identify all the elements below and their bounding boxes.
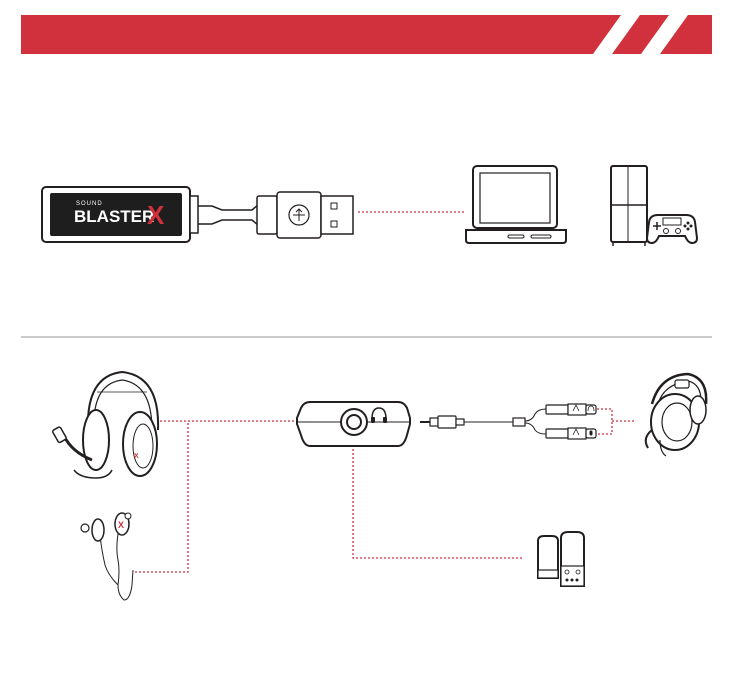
usb-dac-device: SOUND BLASTER X [42,187,198,242]
headphone-jack-icon [341,409,367,435]
headset: X [52,372,158,478]
hub-to-speakers-line [353,445,524,558]
laptop [466,166,566,243]
splitter-plug-microphone [546,428,596,439]
usb-icon [289,205,309,225]
microphone-icon [590,431,593,436]
gaming-headset [646,374,706,456]
usb-cable [198,192,353,238]
game-console [611,166,697,246]
logo-x-mark: X [147,200,165,230]
y-splitter [513,404,596,439]
speakers [538,532,584,586]
earphones: X [81,513,133,600]
logo-blaster-text: BLASTER [74,207,154,226]
header-banner [21,15,712,54]
headset-logo: X [134,453,139,460]
audio-hub [297,402,410,446]
earphone-logo: X [118,520,124,530]
splitter-plug-headphone [546,404,596,415]
audio-plug [420,416,513,428]
gamepad-icon [647,215,697,243]
splitter-to-gaming-headset-line [597,409,612,434]
